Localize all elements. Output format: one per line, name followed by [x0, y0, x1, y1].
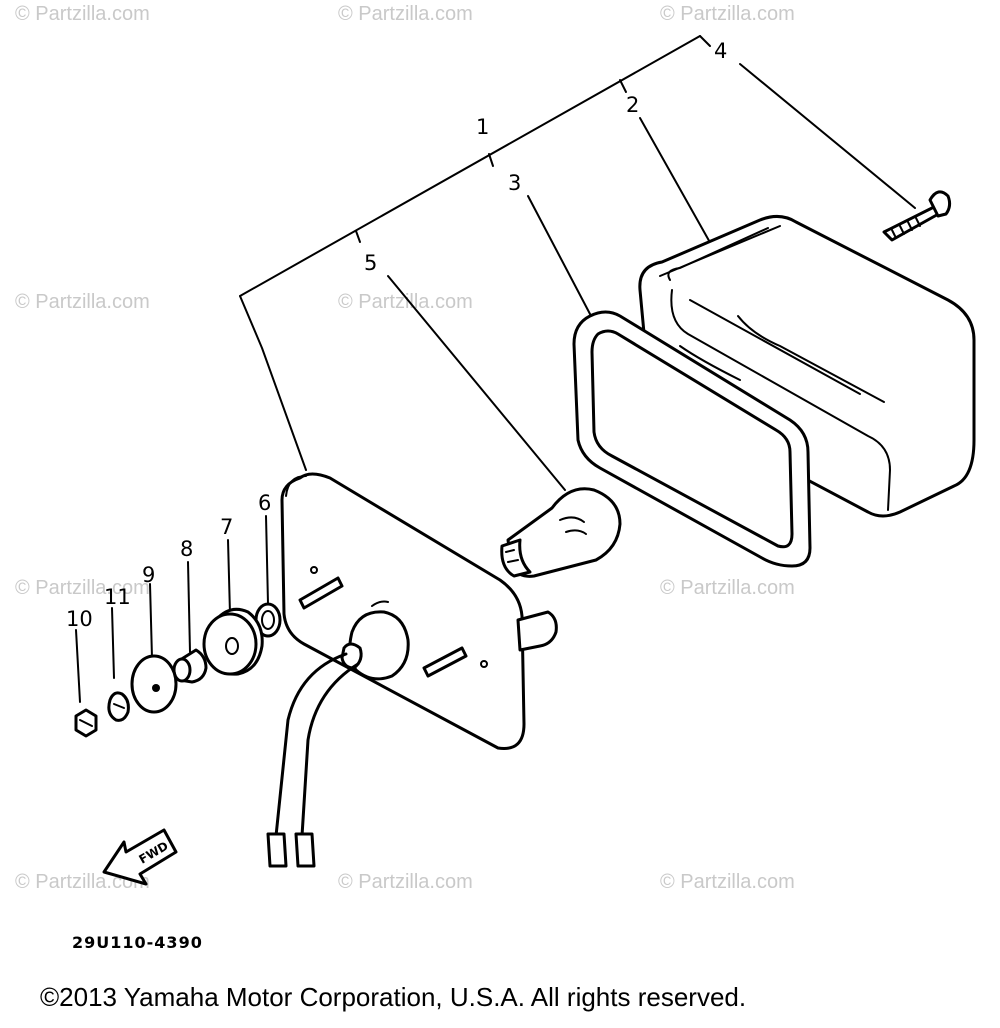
- copyright-notice: ©2013 Yamaha Motor Corporation, U.S.A. A…: [40, 982, 746, 1012]
- lens-inner-fold: [689, 299, 861, 395]
- part-7-grommet[interactable]: [202, 607, 264, 676]
- callout-6[interactable]: 6: [258, 491, 271, 515]
- spring-washer-gap: [113, 703, 125, 709]
- part-5-bulb[interactable]: [500, 487, 622, 578]
- base-edge: [285, 475, 307, 497]
- watermark: © Partzilla.com: [15, 291, 150, 313]
- callout-9[interactable]: 9: [142, 563, 155, 587]
- base-plate: [280, 472, 526, 750]
- leader-line-9: [149, 583, 153, 659]
- grommet-hole: [225, 637, 239, 655]
- leader-line-3: [527, 195, 591, 315]
- part-10-nut[interactable]: [74, 708, 98, 738]
- forward-arrow: FWD: [102, 828, 178, 886]
- grommet-face: [202, 612, 258, 676]
- callout-5[interactable]: 5: [364, 251, 377, 275]
- part-11-spring-washer[interactable]: [107, 691, 130, 722]
- gasket-inner: [590, 329, 794, 549]
- socket-nipple: [340, 642, 363, 670]
- callout-11[interactable]: 11: [104, 585, 131, 609]
- watermark: © Partzilla.com: [15, 577, 150, 599]
- part-9-plate-washer[interactable]: [130, 654, 178, 714]
- diagram-part-code: 29U110-4390: [72, 933, 203, 952]
- part-4-screw[interactable]: [882, 190, 952, 242]
- leader-line-6: [265, 515, 269, 605]
- watermark: © Partzilla.com: [338, 871, 473, 893]
- leader-line-10: [75, 629, 81, 703]
- callout-labels: 1 2 3 4 5 6 7 8 9 10 11: [66, 39, 727, 631]
- leader-line-7: [227, 539, 231, 615]
- base-stud: [516, 610, 558, 652]
- bulb-filament: [559, 516, 587, 535]
- watermark: © Partzilla.com: [15, 3, 150, 25]
- base-hole: [480, 660, 488, 668]
- leader-line-5: [387, 275, 566, 491]
- nut-face: [79, 719, 93, 727]
- leader-line-11: [111, 607, 115, 679]
- callout-3[interactable]: 3: [508, 171, 521, 195]
- lens-inner-edge: [670, 289, 891, 511]
- part-8-collar[interactable]: [172, 648, 208, 684]
- part-1-base[interactable]: [266, 472, 558, 868]
- callout-10[interactable]: 10: [66, 607, 93, 631]
- base-bolt-lower: [422, 646, 468, 678]
- washer-inner: [261, 610, 275, 630]
- wire-terminal: [294, 832, 316, 868]
- arrow-icon: [102, 828, 178, 886]
- leader-line-2: [639, 117, 713, 247]
- base-hole: [310, 566, 318, 574]
- leader-lines: [75, 63, 916, 703]
- leader-line-8: [187, 561, 191, 653]
- lens-inner-fold: [737, 315, 885, 403]
- leader-line-4: [739, 63, 916, 209]
- bracket-line-to-base: [239, 295, 307, 471]
- wire-1: [274, 652, 348, 838]
- screw-shank: [882, 204, 944, 242]
- socket-edge: [371, 600, 389, 607]
- screw-head: [928, 190, 952, 218]
- lens-rim-edge: [667, 227, 769, 281]
- callout-4[interactable]: 4: [714, 39, 727, 63]
- wire-terminal: [266, 832, 288, 868]
- bracket-tick: [619, 79, 627, 93]
- bracket-tick: [355, 230, 361, 243]
- bracket-tick: [488, 153, 494, 167]
- part-3-gasket[interactable]: [572, 310, 812, 568]
- watermark: © Partzilla.com: [338, 3, 473, 25]
- bulb-base: [500, 538, 532, 578]
- plate-washer-outer: [130, 654, 178, 714]
- base-bolt-upper: [298, 576, 344, 610]
- bulb-glass: [506, 487, 622, 578]
- plate-washer-hole: [152, 684, 160, 692]
- watermark: © Partzilla.com: [338, 291, 473, 313]
- bracket-tick: [699, 35, 711, 47]
- callout-2[interactable]: 2: [626, 93, 639, 117]
- callout-1[interactable]: 1: [476, 115, 489, 139]
- watermark: © Partzilla.com: [660, 3, 795, 25]
- part-2-lens[interactable]: [638, 215, 976, 518]
- assembly-bracket-line: [239, 35, 701, 297]
- wire-2: [300, 662, 360, 838]
- lens-inner-fold: [679, 345, 741, 381]
- screw-thread: [891, 217, 921, 239]
- watermark: © Partzilla.com: [660, 871, 795, 893]
- watermark: © Partzilla.com: [660, 577, 795, 599]
- callout-8[interactable]: 8: [180, 537, 193, 561]
- callout-7[interactable]: 7: [220, 515, 233, 539]
- assembly-bracket-lines: [239, 35, 711, 471]
- bulb-pin: [505, 549, 519, 563]
